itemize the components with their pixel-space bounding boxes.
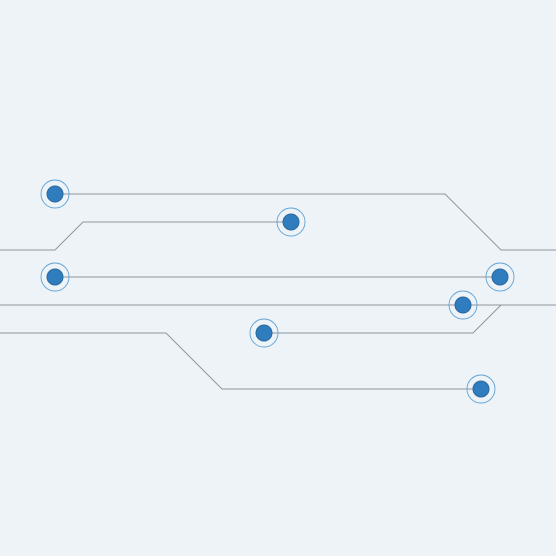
trace-left-short (0, 221, 291, 251)
circuit-node-icon (40, 179, 70, 209)
trace-top (55, 193, 556, 251)
trace-right-lower (264, 304, 502, 334)
circuit-node-icon (466, 374, 496, 404)
circuit-node-icon (276, 207, 306, 237)
trace-bottom (0, 332, 481, 390)
circuit-node-icon (249, 318, 279, 348)
circuit-node-icon (448, 290, 478, 320)
circuit-node-icon (40, 262, 70, 292)
circuit-node-icon (485, 262, 515, 292)
